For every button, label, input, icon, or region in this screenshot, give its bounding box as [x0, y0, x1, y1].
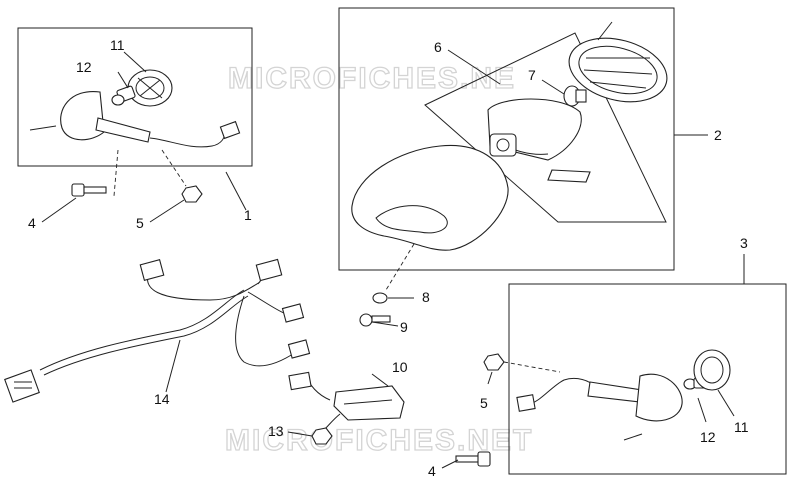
right-bulb-holder [693, 349, 731, 391]
right-mount-screw [623, 433, 643, 441]
tail-light-cover [351, 144, 509, 251]
right-indicator-lens [635, 373, 683, 422]
bolt-left [71, 183, 107, 197]
group-3-frame [508, 283, 787, 475]
nut-left [181, 185, 203, 203]
callout-5-left: 5 [136, 215, 144, 231]
callout-8: 8 [422, 289, 430, 305]
tail-light-lens [568, 37, 668, 103]
group-3-front-right-indicator [508, 283, 787, 475]
indicator-wire [149, 131, 227, 148]
harness-connector-mid [255, 258, 283, 282]
plate-light-connector [288, 371, 312, 391]
callout-12-right: 12 [700, 429, 716, 445]
callout-5-right: 5 [480, 395, 488, 411]
indicator-bulb [111, 85, 136, 106]
callout-labels: 11 12 1 4 5 6 7 2 3 8 9 10 5 14 13 4 12 … [28, 37, 749, 479]
group-1-frame [17, 27, 253, 167]
callout-4-left: 4 [28, 215, 36, 231]
grommet [372, 292, 388, 304]
wiring-harness [4, 258, 311, 403]
right-indicator-stalk [587, 381, 643, 403]
callout-12-left: 12 [76, 59, 92, 75]
bulb-holder [127, 69, 173, 107]
callout-9: 9 [400, 319, 408, 335]
indicator-lens [60, 91, 105, 141]
harness-connector-top [139, 259, 165, 281]
callout-3: 3 [740, 235, 748, 251]
indicator-stalk [95, 117, 151, 143]
callout-14: 14 [154, 391, 170, 407]
callout-10: 10 [392, 359, 408, 375]
callout-13: 13 [268, 423, 284, 439]
callout-7: 7 [528, 67, 536, 83]
callout-4-right: 4 [428, 463, 436, 479]
harness-connector-bottom [287, 339, 311, 359]
right-indicator-wire [529, 377, 597, 405]
callout-2: 2 [714, 127, 722, 143]
license-plate-light [288, 371, 405, 433]
callout-11-right: 11 [734, 419, 749, 435]
indicator-connector [219, 120, 241, 140]
tail-light-subframe [424, 32, 667, 223]
bolt-right [455, 451, 491, 467]
right-indicator-connector [516, 394, 536, 412]
reflector-plate [547, 169, 591, 183]
nut-right [483, 353, 505, 371]
cover-opening [375, 205, 448, 234]
group-1-front-left-indicator [17, 27, 253, 167]
cover-screw [359, 313, 391, 327]
tail-light-bulb [563, 85, 587, 107]
watermark-top: MICROFICHES.NE [228, 62, 516, 95]
group-2-frame [338, 7, 675, 271]
harness-connector-left [4, 369, 40, 403]
lens-screw [597, 21, 613, 41]
bulb-socket [489, 133, 517, 157]
mount-screw [29, 125, 57, 131]
callout-6: 6 [434, 39, 442, 55]
harness-connector-right [281, 303, 305, 323]
callout-1: 1 [244, 207, 252, 223]
group-2-tail-light [338, 7, 675, 271]
callout-11-left: 11 [110, 37, 125, 53]
